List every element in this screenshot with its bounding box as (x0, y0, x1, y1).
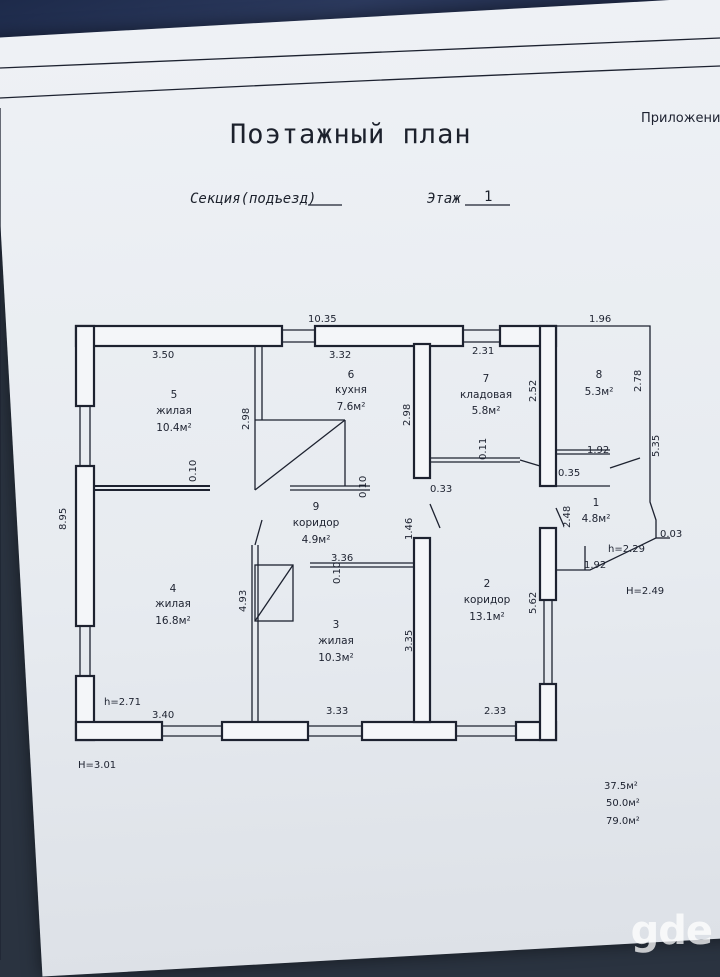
dim-r6-top: 3.32 (329, 350, 351, 361)
dim-r1-top: 1.92 (587, 445, 609, 456)
sheet-edge-top (0, 37, 720, 69)
dim-r3-top: 3.36 (331, 553, 353, 564)
dim-r1-offset: 0.03 (660, 529, 682, 540)
room-9-num: 9 (313, 501, 320, 513)
dim-bottom-r4: 3.40 (152, 710, 174, 721)
room-2-num: 2 (484, 578, 491, 590)
dim-r1-bottom: 1.92 (584, 560, 606, 571)
site-watermark-logo: gde (630, 908, 713, 954)
dim-annex-right: 5.35 (651, 435, 662, 457)
outer-walls (74, 324, 558, 742)
room-6-num: 6 (348, 369, 355, 381)
room-1-area: 4.8м² (582, 513, 611, 525)
room-5-num: 5 (171, 389, 178, 401)
dim-wall-035: 0.35 (558, 468, 580, 479)
dim-r4-side: 4.93 (238, 590, 249, 612)
page-title: Поэтажный план (230, 119, 472, 150)
room-9-area: 4.9м² (302, 534, 331, 546)
dim-r6-side: 2.98 (402, 404, 413, 426)
dim-corridor-146: 1.46 (404, 518, 415, 540)
dim-r8-side: 2.78 (633, 370, 644, 392)
dim-left-total: 8.95 (58, 508, 69, 530)
dimension-labels: 10.35 1.96 8.95 3.50 3.32 2.31 2.98 2.98… (58, 314, 682, 771)
room-3-area: 10.3м² (318, 652, 354, 664)
room-4-num: 4 (170, 583, 177, 595)
floor-label: Этаж (427, 191, 461, 207)
dim-h-annex-low: h=2.29 (608, 544, 645, 555)
room-7-num: 7 (483, 373, 490, 385)
room-9-name: коридор (293, 517, 340, 529)
total-overall: 79.0м² (606, 816, 640, 827)
section-label: Секция(подъезд) (190, 191, 316, 207)
room-3-name: жилая (318, 635, 354, 647)
dim-r7-side: 2.52 (528, 380, 539, 402)
dim-top-annex: 1.96 (589, 314, 611, 325)
dim-wall-010-b: 0.10 (358, 476, 369, 498)
room-6-area: 7.6м² (337, 401, 366, 413)
dim-H-house: H=3.01 (78, 760, 116, 771)
floor-value: 1 (484, 189, 492, 205)
room-6-name: кухня (335, 384, 367, 396)
annex-outline (556, 325, 670, 571)
dim-r1-side: 2.48 (562, 506, 573, 528)
appendix-label: Приложени (641, 111, 720, 126)
room-7-area: 5.8м² (472, 405, 501, 417)
dim-top-total: 10.35 (308, 314, 337, 325)
dim-r3-side: 3.35 (404, 630, 415, 652)
dim-r2-side: 5.62 (528, 592, 539, 614)
dim-wall-010-c: 0.10 (332, 562, 343, 584)
room-1-num: 1 (593, 497, 600, 509)
room-5-area: 10.4м² (156, 422, 192, 434)
room-5-name: жилая (156, 405, 192, 417)
dim-H-annex: H=2.49 (626, 586, 664, 597)
room-8-area: 5.3м² (585, 386, 614, 398)
sheet-frame-top (0, 65, 720, 99)
room-7-name: кладовая (460, 389, 512, 401)
dim-wall-011: 0.11 (478, 438, 489, 460)
total-area: 50.0м² (606, 798, 640, 809)
dim-wall-010-a: 0.10 (188, 460, 199, 482)
room-4-name: жилая (155, 598, 191, 610)
room-8-num: 8 (596, 369, 603, 381)
dim-bottom-r2: 2.33 (484, 706, 506, 717)
room-4-area: 16.8м² (155, 615, 191, 627)
room-2-name: коридор (464, 594, 511, 606)
dim-r7-top: 2.31 (472, 346, 494, 357)
partitions (94, 346, 610, 722)
room-2-area: 13.1м² (469, 611, 505, 623)
dim-r5-top: 3.50 (152, 350, 174, 361)
windows (79, 329, 553, 737)
dim-bottom-r3: 3.33 (326, 706, 348, 717)
dim-h-room4: h=2.71 (104, 697, 141, 708)
room-3-num: 3 (333, 619, 340, 631)
dim-wall-033: 0.33 (430, 484, 452, 495)
total-living: 37.5м² (604, 781, 638, 792)
area-totals: 37.5м² 50.0м² 79.0м² (604, 781, 640, 827)
room-labels: 5 жилая 10.4м² 6 кухня 7.6м² 7 кладовая … (155, 369, 613, 664)
dim-r5-side: 2.98 (241, 408, 252, 430)
